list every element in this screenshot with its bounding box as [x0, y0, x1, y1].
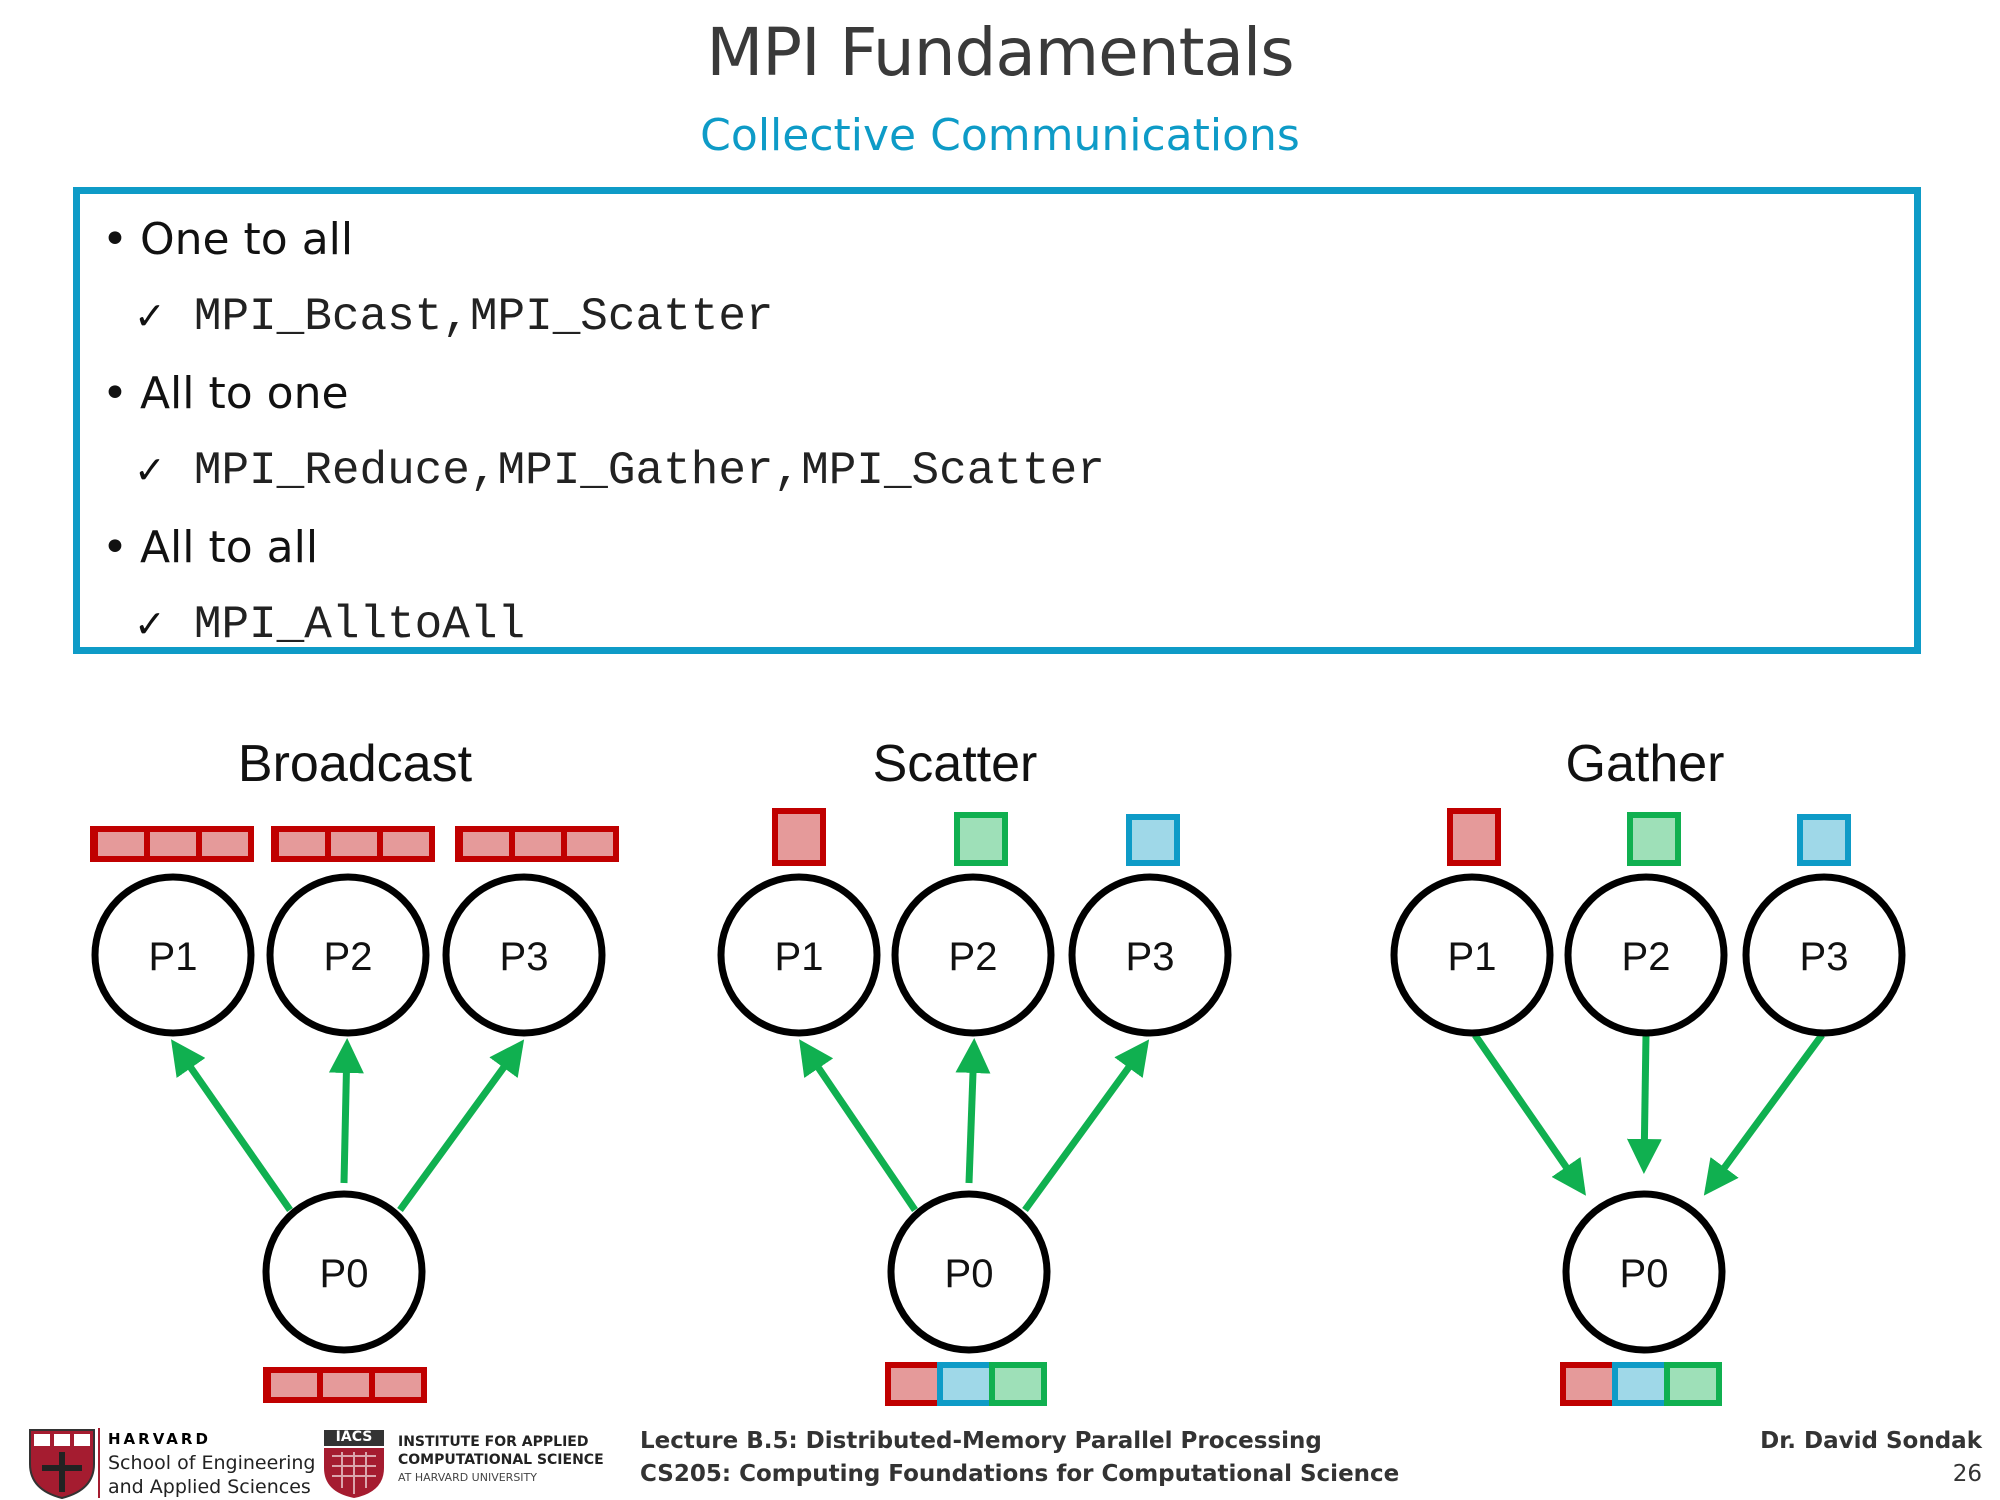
diagram-title-scatter: Scatter	[873, 735, 1038, 793]
node-label: P2	[324, 935, 373, 979]
block-green	[1627, 812, 1681, 866]
code-list: MPI_AlltoAll	[193, 599, 526, 651]
check-icon: ✓	[134, 602, 166, 646]
node-p1	[91, 873, 255, 1037]
node-p1	[1390, 873, 1554, 1037]
sub-item-one-to-all: ✓ MPI_Bcast,MPI_Scatter	[134, 290, 774, 343]
iacs-badge: IACS	[335, 1429, 373, 1445]
page-subtitle: Collective Communications	[700, 110, 1300, 161]
harvard-shield-icon	[29, 1429, 95, 1500]
arrow	[1703, 1032, 1825, 1196]
node-p0	[262, 1190, 426, 1354]
arrow	[799, 1039, 918, 1212]
bullet-label: All to one	[139, 368, 349, 419]
arrow	[328, 1038, 364, 1184]
arrow	[1626, 1034, 1662, 1174]
sub-item-all-to-all: ✓ MPI_AlltoAll	[134, 598, 525, 651]
diagram-title-gather: Gather	[1566, 735, 1725, 793]
bullet-label: One to all	[139, 214, 354, 265]
block-red	[772, 808, 826, 866]
scatter-diagram: Scatter P1 P2 P3 P0	[717, 735, 1232, 1406]
node-label: P3	[1800, 935, 1849, 979]
node-p2	[1564, 873, 1728, 1037]
lecture-title: Lecture B.5: Distributed-Memory Parallel…	[640, 1428, 1322, 1454]
check-icon: ✓	[134, 448, 166, 492]
node-p0	[1562, 1190, 1726, 1354]
node-label: P0	[945, 1252, 994, 1296]
buffer-p2	[271, 826, 435, 862]
buffer-p0-mixed	[1560, 1362, 1722, 1406]
node-p1	[717, 873, 881, 1037]
bullet-label: All to all	[139, 522, 319, 573]
node-label: P2	[1622, 935, 1671, 979]
collective-diagrams: Broadcast P1 P2 P3 P0	[90, 735, 1906, 1406]
bullet-dot: •	[102, 214, 128, 265]
bullet-all-to-all: •All to all	[102, 522, 318, 573]
block-red	[1447, 808, 1501, 866]
node-p2	[266, 873, 430, 1037]
node-label: P1	[1448, 935, 1497, 979]
node-label: P3	[1126, 935, 1175, 979]
bullet-all-to-one: •All to one	[102, 368, 349, 419]
bullet-box: •One to all ✓MPI_Bcast,MPI_Scatter •All …	[73, 187, 1921, 654]
node-p2	[891, 873, 1055, 1037]
node-label: P0	[320, 1252, 369, 1296]
gather-diagram: Gather P1 P2 P3 P0	[1390, 735, 1906, 1406]
arrow	[955, 1038, 991, 1184]
bullet-one-to-all: •One to all	[102, 214, 353, 265]
arrow	[1472, 1033, 1586, 1196]
node-label: P0	[1620, 1252, 1669, 1296]
arrow	[397, 1039, 525, 1213]
course-title: CS205: Computing Foundations for Computa…	[640, 1461, 1400, 1487]
iacs-line-1: INSTITUTE FOR APPLIED	[398, 1434, 589, 1450]
code-list: MPI_Reduce,MPI_Gather,MPI_Scatter	[193, 445, 1105, 497]
bullet-dot: •	[102, 368, 128, 419]
check-icon: ✓	[134, 294, 166, 338]
arrow	[1022, 1039, 1150, 1213]
author-name: Dr. David Sondak	[1760, 1428, 1982, 1454]
node-label: P1	[149, 935, 198, 979]
broadcast-diagram: Broadcast P1 P2 P3 P0	[90, 735, 619, 1403]
iacs-shield-icon	[324, 1430, 384, 1498]
node-label: P2	[949, 935, 998, 979]
node-p0	[887, 1190, 1051, 1354]
page-title: MPI Fundamentals	[706, 14, 1294, 91]
iacs-line-3: AT HARVARD UNIVERSITY	[398, 1471, 537, 1484]
buffer-p1	[90, 826, 254, 862]
page-number: 26	[1952, 1461, 1982, 1487]
logo-divider	[98, 1428, 100, 1498]
buffer-p3	[455, 826, 619, 862]
node-label: P3	[500, 935, 549, 979]
seas-line-2: and Applied Sciences	[108, 1476, 311, 1498]
block-blue	[1126, 814, 1180, 866]
block-green	[954, 812, 1008, 866]
iacs-line-2: COMPUTATIONAL SCIENCE	[398, 1452, 604, 1468]
node-p3	[1068, 873, 1232, 1037]
seas-line-1: School of Engineering	[108, 1452, 316, 1474]
diagram-title-broadcast: Broadcast	[238, 735, 473, 793]
harvard-wordmark: HARVARD	[108, 1430, 211, 1448]
node-label: P1	[775, 935, 824, 979]
sub-item-all-to-one: ✓ MPI_Reduce,MPI_Gather,MPI_Scatter	[134, 444, 1105, 497]
node-p3	[1742, 873, 1906, 1037]
block-blue	[1797, 814, 1851, 866]
buffer-p0	[263, 1367, 427, 1403]
arrow	[170, 1039, 293, 1213]
buffer-p0-mixed	[885, 1362, 1047, 1406]
bullet-dot: •	[102, 522, 128, 573]
node-p3	[442, 873, 606, 1037]
code-list: MPI_Bcast,MPI_Scatter	[193, 291, 774, 343]
